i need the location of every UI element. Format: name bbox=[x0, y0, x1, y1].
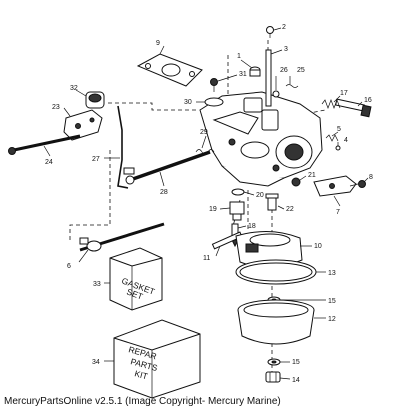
small-screw-2 bbox=[266, 26, 274, 38]
callout-24: 24 bbox=[45, 159, 53, 166]
float-valve-19 bbox=[229, 201, 245, 221]
callout-27: 27 bbox=[92, 156, 100, 163]
callout-4: 4 bbox=[344, 137, 348, 144]
repair-kit-text-line3: KIT bbox=[133, 368, 148, 381]
callout-15b: 15 bbox=[292, 359, 300, 366]
callout-20: 20 bbox=[256, 192, 264, 199]
spring-29 bbox=[195, 149, 215, 155]
screw-4 bbox=[335, 145, 341, 151]
callout-25: 25 bbox=[297, 67, 305, 74]
bracket-7 bbox=[313, 175, 357, 197]
bowl-nut-14 bbox=[265, 371, 281, 383]
leader-lines bbox=[43, 27, 369, 380]
spring-5 bbox=[325, 134, 339, 142]
callout-11: 11 bbox=[203, 255, 210, 262]
carburetor-body bbox=[199, 91, 323, 187]
callout-34: 34 bbox=[92, 359, 100, 366]
jet-22 bbox=[265, 193, 279, 211]
disk-30 bbox=[204, 97, 224, 107]
callout-15a: 15 bbox=[328, 298, 336, 305]
spring-17 bbox=[321, 99, 341, 109]
callout-6: 6 bbox=[67, 263, 71, 270]
callout-7: 7 bbox=[336, 209, 340, 216]
callout-32: 32 bbox=[70, 85, 78, 92]
screw-31 bbox=[210, 78, 218, 92]
callout-13: 13 bbox=[328, 270, 336, 277]
choke-knob-32 bbox=[85, 91, 105, 109]
callout-10: 10 bbox=[314, 243, 322, 250]
screw-8 bbox=[349, 180, 366, 188]
callout-14: 14 bbox=[292, 377, 300, 384]
callout-1: 1 bbox=[237, 53, 241, 60]
callout-9: 9 bbox=[156, 40, 160, 47]
callout-16: 16 bbox=[364, 97, 372, 104]
callout-33: 33 bbox=[93, 281, 101, 288]
callout-29: 29 bbox=[200, 129, 208, 136]
callout-12: 12 bbox=[328, 316, 336, 323]
callout-28: 28 bbox=[160, 189, 168, 196]
callout-26: 26 bbox=[280, 67, 288, 74]
callout-23: 23 bbox=[52, 104, 60, 111]
callout-21: 21 bbox=[308, 172, 316, 179]
copyright-footer: MercuryPartsOnline v2.5.1 (Image Copyrig… bbox=[4, 396, 281, 407]
choke-shaft-6 bbox=[79, 222, 165, 252]
top-plug bbox=[249, 66, 261, 77]
plug-21 bbox=[291, 177, 301, 187]
callout-22: 22 bbox=[286, 206, 294, 213]
bowl-gasket-13 bbox=[235, 259, 317, 285]
gasket-set-package: GASKET SET bbox=[109, 247, 163, 311]
callout-3: 3 bbox=[284, 46, 288, 53]
callout-17: 17 bbox=[340, 90, 348, 97]
callout-2: 2 bbox=[282, 24, 286, 31]
flange-gasket bbox=[136, 53, 203, 87]
callout-30: 30 bbox=[184, 99, 192, 106]
spring-25 bbox=[285, 84, 299, 88]
o-ring-20 bbox=[231, 188, 245, 196]
float-10 bbox=[235, 230, 303, 269]
callout-31: 31 bbox=[239, 71, 247, 78]
callout-numbers: 1 2 3 4 5 6 7 8 9 10 11 12 13 14 15 15 1… bbox=[45, 24, 373, 384]
link-rod-27 bbox=[117, 105, 129, 189]
bracket-23 bbox=[63, 109, 103, 141]
long-screw-24 bbox=[8, 134, 81, 155]
repair-kit-package: REPAR PARTS KIT bbox=[113, 319, 201, 399]
throttle-shaft-28 bbox=[123, 150, 211, 185]
callout-19: 19 bbox=[209, 206, 217, 213]
callout-18: 18 bbox=[248, 223, 256, 230]
float-bowl-12 bbox=[237, 299, 315, 345]
washer-15-lower bbox=[267, 358, 281, 366]
callout-5: 5 bbox=[337, 126, 341, 133]
callout-8: 8 bbox=[369, 174, 373, 181]
needle-shaft-3 bbox=[265, 49, 272, 107]
clip-26 bbox=[272, 90, 280, 98]
